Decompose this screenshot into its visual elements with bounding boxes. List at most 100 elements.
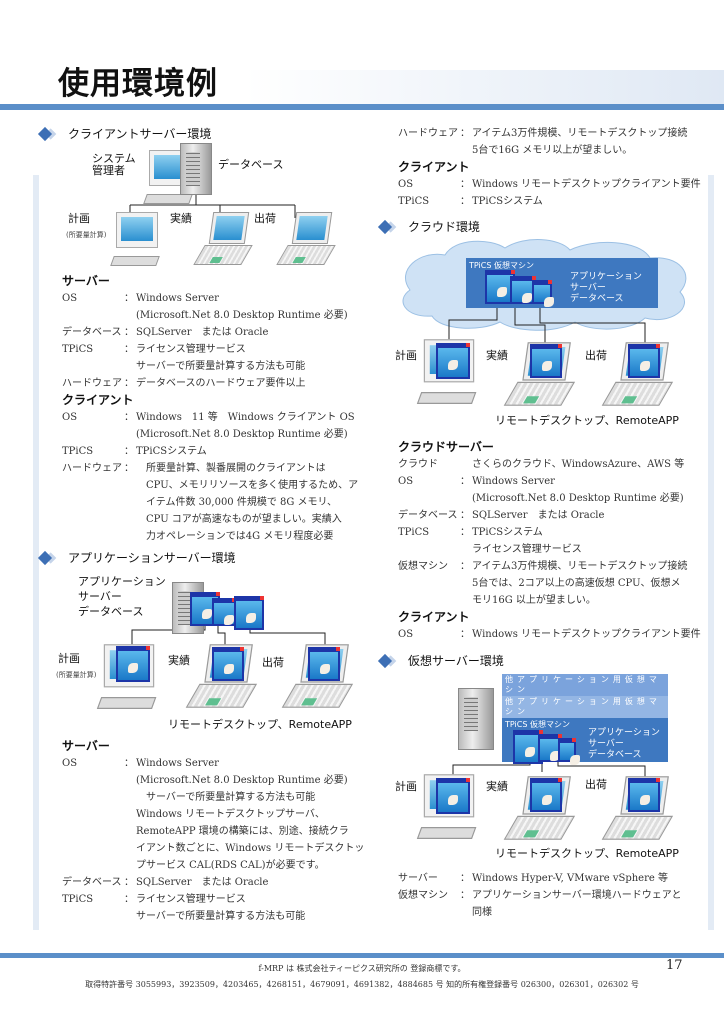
spec-colon: ：	[460, 873, 470, 884]
section-heading-client-server: クライアントサーバー環境	[37, 125, 212, 142]
spec-label: データベース	[398, 510, 458, 521]
label-line: アプリケーション	[588, 728, 660, 738]
spec-row: データベース：SQLServer または Oracle	[62, 324, 372, 341]
server-subheading: サーバー	[62, 274, 110, 288]
spec-row: RemoteAPP 環境の構築には、別途、接続クラ	[62, 823, 372, 840]
spec-colon	[124, 477, 136, 494]
diamond-bullet-icon	[377, 653, 393, 668]
spec-label: データベース	[62, 877, 122, 888]
spec-value: (Microsoft.Net 8.0 Desktop Runtime 必要)	[136, 310, 348, 321]
app-window-icon	[510, 276, 536, 304]
spec-label: 仮想マシン	[398, 561, 448, 572]
spec-colon: ：	[124, 378, 134, 389]
spec-row: イアント数ごとに、Windows リモートデスクトッ	[62, 840, 372, 857]
spec-label	[62, 477, 124, 494]
spec-value: 同様	[472, 907, 492, 918]
label-line: サーバー	[570, 283, 606, 293]
spec-row: ハードウェア：アイテム3万件規模、リモートデスクトップ接続	[398, 125, 703, 142]
spec-colon	[460, 592, 472, 609]
spec-label	[62, 494, 124, 511]
spec-label	[62, 511, 124, 528]
spec-row: (Microsoft.Net 8.0 Desktop Runtime 必要)	[62, 307, 372, 324]
database-server-icon	[180, 143, 212, 195]
cloud-server-subheading: クラウドサーバー	[398, 440, 494, 454]
header-bar	[0, 104, 724, 110]
spec-row: サーバーで所要量計算する方法も可能	[62, 789, 372, 806]
ship-label: 出荷	[585, 349, 607, 362]
label-line: サーバー	[78, 590, 122, 603]
right-margin-bar	[708, 175, 714, 930]
spec-value: Windows リモートデスクトップサーバ、	[136, 809, 325, 820]
remote-window-icon	[628, 344, 660, 378]
remote-window-icon	[436, 343, 470, 379]
spec-label	[62, 823, 124, 840]
spec-label: OS	[62, 412, 78, 423]
spec-label: サーバー	[398, 873, 438, 884]
spec-value: サーバーで所要量計算する方法も可能	[136, 911, 306, 922]
actual-label: 実績	[486, 349, 508, 362]
spec-row: ハードウェア： 所要量計算、製番展開のクライアントは	[62, 460, 372, 477]
spec-label: データベース	[62, 327, 122, 338]
client-spec-list: OS ： Windows 11 等 Windows クライアント OS (Micros…	[62, 409, 372, 545]
spec-label: クラウド	[398, 459, 438, 470]
spec-value: RemoteAPP 環境の構築には、別途、接続クラ	[136, 826, 349, 837]
spec-row: TPiCS：ライセンス管理サービス	[62, 891, 372, 908]
spec-label	[398, 904, 460, 921]
spec-label: OS	[398, 179, 414, 190]
client-subheading: クライアント	[398, 160, 470, 174]
spec-colon: ：	[460, 510, 470, 521]
spec-colon	[124, 307, 136, 324]
spec-colon: ：	[124, 758, 134, 769]
spec-row: TPiCS：TPiCSシステム	[398, 193, 703, 210]
spec-value: SQLServer または Oracle	[136, 327, 269, 338]
spec-row: OS ：Windows Server	[62, 755, 372, 772]
admin-label: システム管理者	[92, 152, 136, 177]
client-subheading: クライアント	[62, 393, 134, 407]
spec-row: 力オペレーションでは4G メモリ程度必要	[62, 528, 372, 545]
spec-value: サーバーで所要量計算する方法も可能	[136, 361, 306, 372]
virtual-spec-list: サーバー：Windows Hyper-V, VMware vSphere 等仮想…	[398, 870, 703, 921]
spec-row: ハードウェア：データベースのハードウェア要件以上	[62, 375, 372, 392]
spec-value: TPiCSシステム	[472, 527, 543, 538]
spec-colon: ：	[460, 476, 470, 487]
actual-label: 実績	[170, 212, 192, 225]
spec-value: Windows Server	[472, 476, 555, 487]
remote-window-icon	[308, 647, 340, 681]
spec-label	[62, 789, 124, 806]
spec-value: アプリケーションサーバー環境ハードウェアと	[472, 890, 682, 901]
label-line: サーバー	[588, 739, 624, 749]
spec-label: OS	[62, 293, 78, 304]
spec-row: サーバー ：Windows Hyper-V, VMware vSphere 等	[398, 870, 703, 887]
section-title: クライアントサーバー環境	[68, 127, 212, 141]
spec-label: OS	[62, 758, 78, 769]
spec-label	[62, 840, 124, 857]
spec-colon	[124, 908, 136, 925]
spec-colon: ：	[460, 179, 470, 190]
spec-value: Windows 11 等 Windows クライアント OS	[136, 412, 355, 423]
spec-value: Windows Server	[136, 758, 219, 769]
footer-bar	[0, 953, 724, 958]
remote-window-icon	[628, 778, 660, 812]
spec-colon: ：	[124, 877, 134, 888]
spec-label: TPiCS	[398, 527, 430, 538]
remote-label: リモートデスクトップ、RemoteAPP	[168, 718, 352, 731]
spec-colon	[460, 904, 472, 921]
spec-row: TPiCS：TPiCSシステム	[398, 524, 703, 541]
spec-row: イテム件数 30,000 件規模で 8G メモリ、	[62, 494, 372, 511]
spec-colon: ：	[460, 890, 470, 901]
ship-laptop-icon	[276, 212, 338, 270]
spec-value: Windows Hyper-V, VMware vSphere 等	[472, 873, 668, 884]
spec-colon: ：	[124, 894, 134, 905]
server-subheading: サーバー	[62, 739, 110, 753]
spec-colon: ：	[460, 629, 470, 640]
spec-value: TPiCSシステム	[472, 196, 543, 207]
spec-row: OS：Windows Server	[398, 473, 703, 490]
spec-value: イテム件数 30,000 件規模で 8G メモリ、	[136, 497, 337, 508]
spec-colon	[460, 575, 472, 592]
spec-value: モリ16G 以上が望ましい。	[472, 595, 596, 606]
spec-colon: ：	[124, 463, 134, 474]
spec-value: ライセンス管理サービス	[136, 894, 246, 905]
host-server-icon	[458, 688, 494, 750]
spec-value: 5台で16G メモリ以上が望ましい。	[472, 145, 633, 156]
spec-row: (Microsoft.Net 8.0 Desktop Runtime 必要)	[62, 426, 372, 443]
